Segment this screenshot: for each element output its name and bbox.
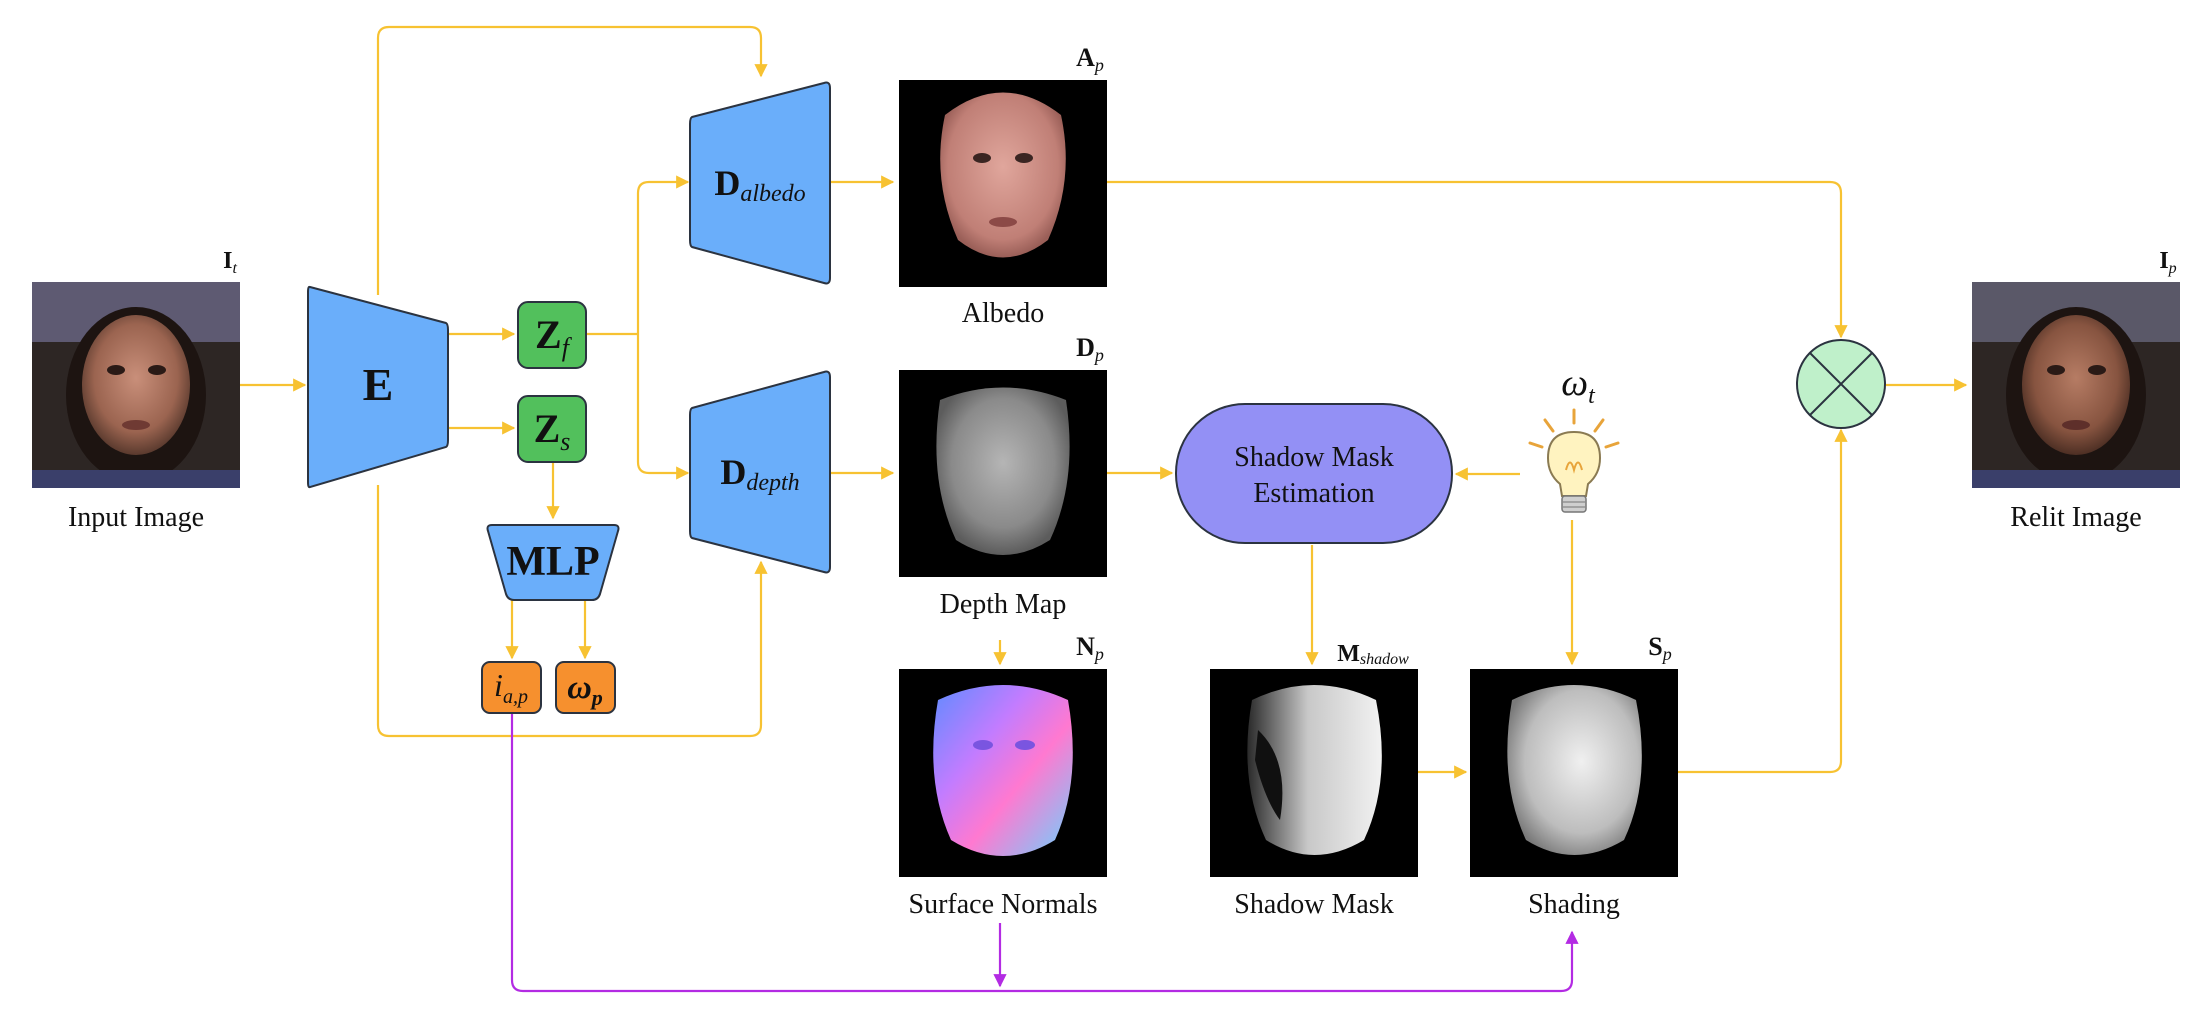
omega-p-main: ω bbox=[567, 669, 592, 706]
arrow-zf-to-depth bbox=[636, 334, 690, 480]
omega-t-sub: t bbox=[1588, 383, 1596, 409]
multiply-node bbox=[1796, 339, 1886, 429]
mlp-block: MLP bbox=[486, 524, 620, 601]
zf-sub: f bbox=[562, 333, 573, 362]
depth-tag: Dp bbox=[1076, 333, 1104, 365]
svg-text:Dalbedo: Dalbedo bbox=[714, 163, 805, 207]
arrow-shading-to-multiply bbox=[1677, 428, 1848, 774]
light-bulb-icon bbox=[1528, 408, 1620, 513]
albedo-decoder-main: D bbox=[714, 163, 740, 203]
relit-tag: Ip bbox=[2159, 248, 2176, 277]
shadow-mask-estimation-module: Shadow Mask Estimation bbox=[1175, 403, 1453, 544]
iap-block: ia,p bbox=[481, 661, 542, 714]
arrow-iap-to-shading bbox=[510, 713, 1579, 993]
input-tag: It bbox=[223, 248, 237, 277]
shading-image bbox=[1470, 669, 1678, 877]
encoder-label: E bbox=[363, 359, 394, 410]
albedo-decoder-sub: albedo bbox=[740, 181, 805, 207]
zf-main: Z bbox=[535, 312, 562, 357]
zs-block: Zs bbox=[517, 395, 587, 463]
albedo-caption: Albedo bbox=[962, 298, 1044, 329]
arrow-skip-to-albedo-decoder bbox=[376, 25, 768, 295]
svg-text:ia,p: ia,p bbox=[494, 667, 528, 708]
input-image bbox=[32, 282, 240, 488]
albedo-decoder-block: Dalbedo bbox=[689, 81, 831, 285]
shading-tag: Sp bbox=[1648, 632, 1671, 664]
shadow-caption: Shadow Mask bbox=[1234, 889, 1393, 920]
zs-sub: s bbox=[560, 427, 570, 456]
shadow-module-line1: Shadow Mask bbox=[1234, 442, 1393, 473]
arrow-skip-to-depth-decoder bbox=[376, 485, 768, 738]
arrow-zf-to-albedo bbox=[636, 175, 690, 334]
purple-arrows bbox=[510, 713, 1579, 993]
svg-text:Zf: Zf bbox=[535, 312, 573, 362]
shading-caption: Shading bbox=[1528, 889, 1620, 920]
zf-block: Zf bbox=[517, 301, 587, 369]
omega-t-main: ω bbox=[1561, 362, 1588, 404]
iap-sub: a,p bbox=[503, 686, 528, 708]
svg-text:Zs: Zs bbox=[534, 406, 571, 456]
input-caption: Input Image bbox=[68, 502, 204, 533]
shadow-tag: Mshadow bbox=[1337, 641, 1409, 668]
encoder-block: E bbox=[307, 285, 449, 489]
shadow-mask-image bbox=[1210, 669, 1418, 877]
omega-p-block: ωp bbox=[555, 661, 616, 714]
arrows bbox=[240, 25, 1968, 779]
normals-image bbox=[899, 669, 1107, 877]
depth-decoder-sub: depth bbox=[746, 470, 799, 496]
depth-decoder-block: Ddepth bbox=[689, 370, 831, 574]
svg-text:ωp: ωp bbox=[567, 669, 603, 710]
depth-image bbox=[899, 370, 1107, 577]
depth-caption: Depth Map bbox=[940, 589, 1067, 620]
normals-tag: Np bbox=[1076, 632, 1104, 664]
arrow-albedo-to-multiply bbox=[1106, 180, 1848, 339]
albedo-image bbox=[899, 80, 1107, 287]
mlp-label: MLP bbox=[506, 539, 599, 585]
shadow-module-line2: Estimation bbox=[1253, 478, 1374, 509]
depth-decoder-main: D bbox=[720, 452, 746, 492]
omega-t-label: ωt bbox=[1561, 362, 1596, 409]
relit-caption: Relit Image bbox=[2010, 502, 2141, 533]
zs-main: Z bbox=[534, 406, 561, 451]
svg-text:Ddepth: Ddepth bbox=[720, 452, 799, 496]
iap-main: i bbox=[494, 667, 503, 703]
albedo-tag: Ap bbox=[1076, 43, 1104, 75]
omega-p-sub: p bbox=[590, 685, 603, 710]
relit-image bbox=[1972, 282, 2180, 488]
normals-caption: Surface Normals bbox=[909, 889, 1098, 920]
